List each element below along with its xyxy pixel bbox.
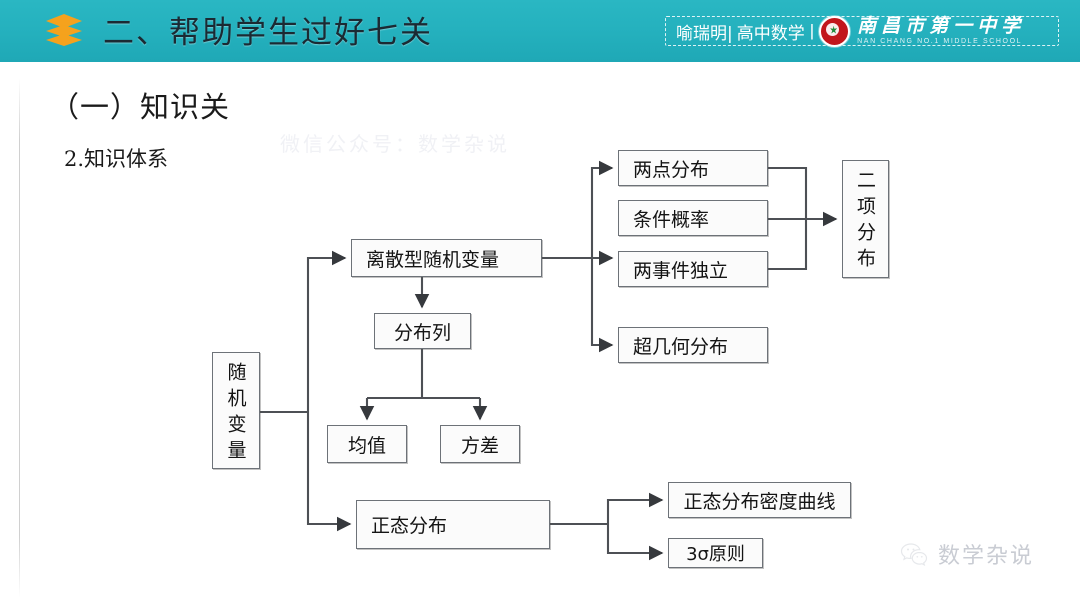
school-name-cn: 南昌市第一中学: [857, 15, 1026, 37]
node-binomial-distribution: 二项分布: [842, 160, 889, 278]
node-discrete-random-variable: 离散型随机变量: [351, 239, 542, 277]
node-random-variable: 随机变量: [212, 352, 260, 469]
subject-label: 高中数学: [736, 23, 805, 44]
sub-section-title: 2.知识体系: [64, 147, 169, 171]
node-conditional-probability: 条件概率: [618, 200, 768, 236]
node-distribution-list: 分布列: [374, 313, 471, 349]
school-seal-icon: [819, 15, 851, 47]
section-title: （一）知识关: [50, 90, 231, 124]
school-name-en: NAN CHANG NO.1 MIDDLE SCHOOL: [857, 38, 1023, 45]
node-normal-distribution: 正态分布: [356, 500, 550, 549]
node-mean: 均值: [327, 425, 407, 463]
wechat-icon: [900, 542, 930, 567]
node-two-point-distribution: 两点分布: [618, 150, 768, 186]
watermark-label: 数学杂说: [938, 544, 1035, 569]
node-three-sigma-rule: 3σ原则: [668, 538, 763, 568]
author-label: 喻瑞明|: [676, 23, 733, 44]
badge-separator: |: [809, 21, 815, 40]
slide-header: 二、帮助学生过好七关 喻瑞明| 高中数学 | 南昌市第一中学 NAN CHANG…: [0, 0, 1080, 62]
content-placeholder-rule: [19, 78, 20, 598]
school-name: 南昌市第一中学 NAN CHANG NO.1 MIDDLE SCHOOL: [857, 15, 1026, 46]
node-hypergeometric-distribution: 超几何分布: [618, 327, 768, 363]
node-independent-events: 两事件独立: [618, 251, 768, 287]
wechat-watermark: 数学杂说: [900, 538, 1034, 570]
top-watermark: 微信公众号：数学杂说: [280, 134, 510, 156]
layers-icon: [44, 13, 84, 49]
page-title: 二、帮助学生过好七关: [103, 15, 433, 51]
node-normal-density-curve: 正态分布密度曲线: [668, 482, 851, 518]
author-school-badge: 喻瑞明| 高中数学 | 南昌市第一中学 NAN CHANG NO.1 MIDDL…: [665, 15, 1059, 47]
node-variance: 方差: [440, 425, 520, 463]
